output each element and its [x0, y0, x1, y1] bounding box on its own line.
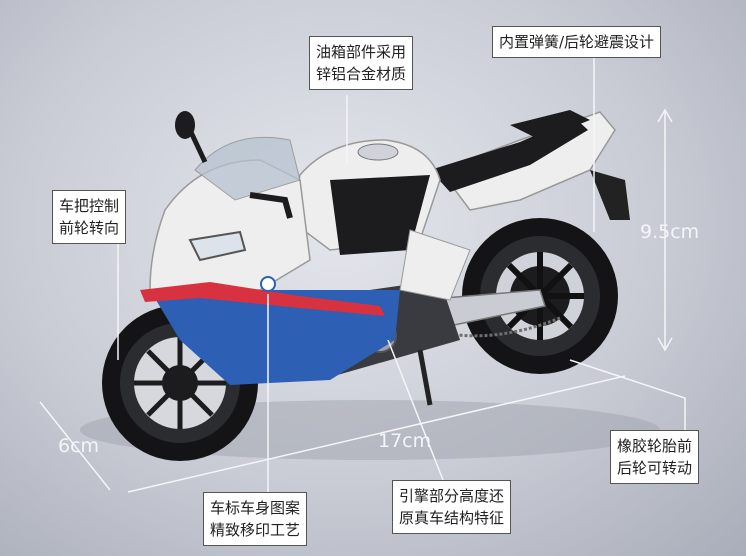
callout-fuel-tank-line-1: 油箱部件采用 [316, 43, 407, 61]
callout-rear-shock-line-1: 内置弹簧/后轮避震设计 [499, 33, 655, 51]
callout-steering-line-1: 车把控制 [59, 197, 120, 215]
callout-fuel-tank-line-2: 锌铝合金材质 [316, 65, 407, 83]
callout-tires-line-1: 橡胶轮胎前 [617, 437, 693, 455]
dimension-width: 6cm [58, 435, 100, 457]
callout-engine-line-2: 原真车结构特征 [399, 509, 505, 527]
callout-engine-line-1: 引擎部分高度还 [399, 487, 505, 505]
callout-steering: 车把控制 前轮转向 [52, 190, 127, 244]
lower-fairing-blue [150, 290, 400, 385]
dimension-height: 9.5cm [640, 221, 700, 243]
callout-tires-line-2: 后轮可转动 [617, 459, 693, 477]
callout-fuel-tank: 油箱部件采用 锌铝合金材质 [309, 36, 414, 90]
callout-tires: 橡胶轮胎前 后轮可转动 [610, 430, 700, 484]
front-fairing [149, 159, 311, 291]
callout-engine: 引擎部分高度还 原真车结构特征 [392, 480, 512, 534]
callout-rear-shock: 内置弹簧/后轮避震设计 [492, 26, 662, 58]
callout-decals: 车标车身图案 精致移印工艺 [203, 492, 308, 546]
callout-decals-line-2: 精致移印工艺 [210, 521, 301, 539]
lower-fairing-red [140, 282, 385, 316]
callout-decals-line-1: 车标车身图案 [210, 499, 301, 517]
callout-steering-line-2: 前轮转向 [59, 219, 120, 237]
dimension-length: 17cm [378, 430, 432, 452]
